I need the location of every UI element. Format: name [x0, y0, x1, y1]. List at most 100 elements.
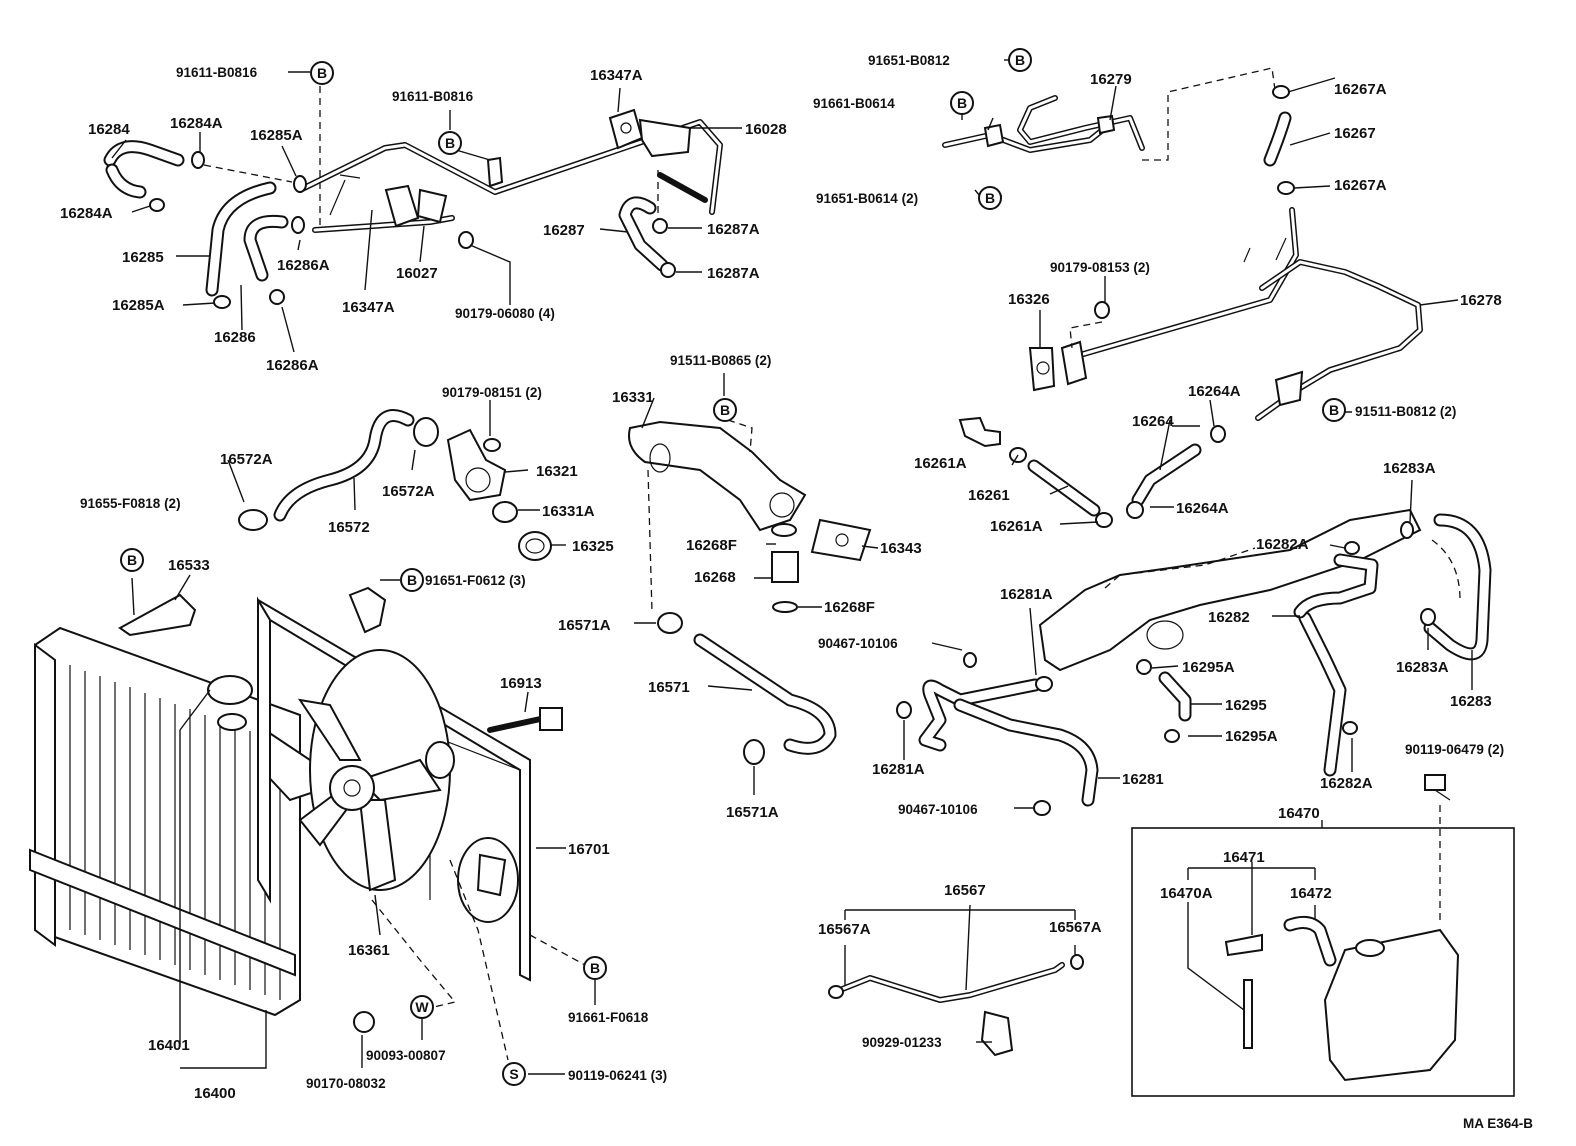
label-16361: 16361 — [348, 942, 390, 959]
label-16295a-a: 16295A — [1182, 659, 1235, 676]
label-16401: 16401 — [148, 1037, 190, 1054]
label-91511-b0812: 91511-B0812 (2) — [1355, 404, 1456, 419]
badge-w: W — [410, 995, 434, 1019]
label-16283a-a: 16283A — [1383, 460, 1436, 477]
label-16321: 16321 — [536, 463, 578, 480]
pipe-16567 — [828, 904, 1084, 1057]
label-16295: 16295 — [1225, 697, 1267, 714]
label-16470a: 16470A — [1160, 885, 1213, 902]
label-16281: 16281 — [1122, 771, 1164, 788]
badge-s: S — [502, 1062, 526, 1086]
label-91661-f0618: 91661-F0618 — [568, 1010, 649, 1025]
svg-text:B: B — [445, 135, 455, 151]
label-16533: 16533 — [168, 557, 210, 574]
svg-text:B: B — [1329, 402, 1339, 418]
part-labels: 91611-B0816 91611-B0816 16347A 16028 162… — [60, 53, 1504, 1102]
label-16285a-a: 16285A — [250, 127, 303, 144]
label-16287: 16287 — [543, 222, 585, 239]
label-16331: 16331 — [612, 389, 654, 406]
svg-text:B: B — [317, 65, 327, 81]
label-90467-10106-a: 90467-10106 — [818, 636, 898, 651]
label-16287a-a: 16287A — [707, 221, 760, 238]
label-16572a-b: 16572A — [382, 483, 435, 500]
label-16284a-a: 16284A — [170, 115, 223, 132]
label-91611-b0816-b: 91611-B0816 — [392, 89, 474, 104]
label-16571a-b: 16571A — [726, 804, 779, 821]
label-16267a-a: 16267A — [1334, 81, 1387, 98]
label-16281a-b: 16281A — [872, 761, 925, 778]
badge-b-3: B — [1008, 48, 1032, 72]
label-16267: 16267 — [1334, 125, 1376, 142]
label-16282a-a: 16282A — [1256, 536, 1309, 553]
label-16567a-b: 16567A — [1049, 919, 1102, 936]
label-16279: 16279 — [1090, 71, 1132, 88]
svg-text:B: B — [407, 572, 417, 588]
label-16268f-b: 16268F — [824, 599, 875, 616]
label-91611-b0816-a: 91611-B0816 — [176, 65, 258, 80]
label-16264a-a: 16264A — [1188, 383, 1241, 400]
label-16268f-a: 16268F — [686, 537, 737, 554]
badges: B B B B B B B B B B W S — [120, 48, 1346, 1086]
label-16701: 16701 — [568, 841, 610, 858]
label-16282: 16282 — [1208, 609, 1250, 626]
heater-pipe-assembly — [103, 71, 742, 353]
label-16278: 16278 — [1460, 292, 1502, 309]
label-16261: 16261 — [968, 487, 1010, 504]
label-16567: 16567 — [944, 882, 986, 899]
svg-text:W: W — [415, 999, 429, 1015]
label-90093-00807: 90093-00807 — [366, 1048, 446, 1063]
badge-b-5: B — [978, 186, 1002, 210]
label-90929-01233: 90929-01233 — [862, 1035, 942, 1050]
thermostat-and-hoses — [118, 373, 879, 795]
label-16567a-a: 16567A — [818, 921, 871, 938]
label-16287a-b: 16287A — [707, 265, 760, 282]
radiator-and-fan — [29, 579, 596, 1075]
label-16261a-a: 16261A — [914, 455, 967, 472]
label-90467-10106-b: 90467-10106 — [898, 802, 978, 817]
label-16264a-b: 16264A — [1176, 500, 1229, 517]
badge-b-1: B — [310, 61, 334, 85]
label-90179-08153: 90179-08153 (2) — [1050, 260, 1150, 275]
label-91651-f0612: 91651-F0612 (3) — [425, 573, 526, 588]
label-91651-b0812: 91651-B0812 — [868, 53, 950, 68]
label-16347a-a: 16347A — [590, 67, 643, 84]
label-16283a-b: 16283A — [1396, 659, 1449, 676]
label-16281a-a: 16281A — [1000, 586, 1053, 603]
water-outlet-assembly — [942, 59, 1459, 421]
label-90179-06080: 90179-06080 (4) — [455, 306, 555, 321]
label-16400: 16400 — [194, 1085, 236, 1102]
svg-text:B: B — [127, 552, 137, 568]
diagram-code: MA E364-B — [1463, 1116, 1533, 1131]
svg-text:B: B — [957, 95, 967, 111]
label-91655-f0818: 91655-F0818 (2) — [80, 496, 181, 511]
label-16295a-b: 16295A — [1225, 728, 1278, 745]
bypass-and-heater-hoses — [896, 399, 1492, 925]
svg-text:B: B — [590, 960, 600, 976]
label-16331a: 16331A — [542, 503, 595, 520]
svg-text:B: B — [720, 402, 730, 418]
label-16325: 16325 — [572, 538, 614, 555]
label-16264: 16264 — [1132, 413, 1174, 430]
label-16286a-b: 16286A — [266, 357, 319, 374]
label-90119-06241: 90119-06241 (3) — [568, 1068, 667, 1083]
label-16571a-a: 16571A — [558, 617, 611, 634]
label-16343: 16343 — [880, 540, 922, 557]
label-16286a-a: 16286A — [277, 257, 330, 274]
badge-b-6: B — [713, 398, 737, 422]
label-16284a-b: 16284A — [60, 205, 113, 222]
label-16027: 16027 — [396, 265, 438, 282]
svg-text:S: S — [509, 1066, 518, 1082]
label-16326: 16326 — [1008, 291, 1050, 308]
label-16283: 16283 — [1450, 693, 1492, 710]
label-16267a-b: 16267A — [1334, 177, 1387, 194]
label-16471: 16471 — [1223, 849, 1265, 866]
label-16282a-b: 16282A — [1320, 775, 1373, 792]
svg-text:B: B — [1015, 52, 1025, 68]
label-90170-08032: 90170-08032 — [306, 1076, 386, 1091]
label-16268: 16268 — [694, 569, 736, 586]
label-91511-b0865: 91511-B0865 (2) — [670, 353, 771, 368]
label-16572: 16572 — [328, 519, 370, 536]
label-91661-b0614: 91661-B0614 — [813, 96, 895, 111]
badge-b-2: B — [438, 131, 462, 155]
